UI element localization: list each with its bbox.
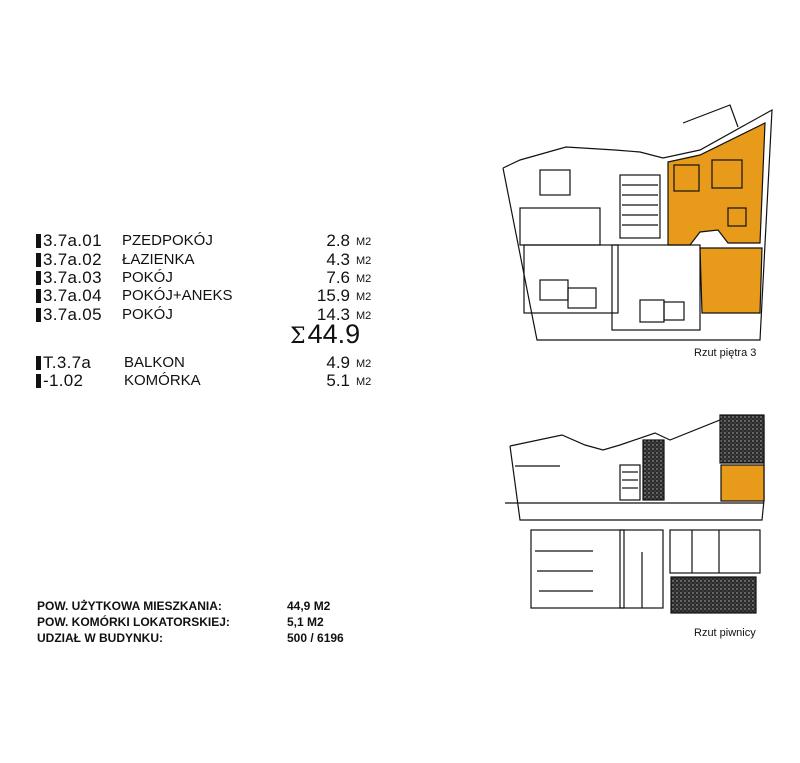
staircase [619, 464, 641, 501]
room-row: 3.7a.05 POKÓJ 14.3 M2 [36, 306, 386, 324]
room-row: 3.7a.03 POKÓJ 7.6 M2 [36, 269, 386, 287]
apartment-highlight-lower [699, 247, 763, 314]
room-unit: M2 [356, 236, 372, 248]
room-name: PZEDPOKÓJ [122, 232, 213, 249]
furniture [539, 279, 569, 301]
extra-row: T.3.7a BALKON 4.9 M2 [36, 354, 386, 372]
marker-bar [36, 374, 41, 388]
storage-room [530, 529, 625, 609]
total-value: 44.9 [307, 319, 361, 349]
room-area: 14.3 [316, 305, 350, 324]
total-area: Σ44.9 [290, 320, 360, 351]
textured-block [670, 576, 757, 614]
extra-code: -1.02 [43, 371, 84, 390]
basement-plan-caption: Rzut piwnicy [694, 627, 756, 639]
extra-unit: M2 [356, 358, 372, 370]
storage-room [669, 529, 761, 574]
basement-plan [505, 414, 765, 614]
room-unit: M2 [356, 273, 372, 285]
summary-value: 500 / 6196 [287, 631, 344, 645]
extra-area: 5.1 [326, 371, 350, 390]
marker-bar [36, 234, 41, 248]
furniture [639, 299, 665, 323]
basement-outline [509, 419, 765, 521]
furniture [727, 207, 747, 227]
summary-value: 44,9 M2 [287, 599, 331, 613]
staircase [619, 174, 661, 239]
marker-bar [36, 356, 41, 370]
balcony-outline [682, 104, 739, 128]
room-code: 3.7a.05 [43, 305, 102, 324]
extra-code: T.3.7a [43, 353, 92, 372]
room-outline [611, 244, 701, 331]
room-outline [519, 207, 601, 246]
extra-name: BALKON [124, 354, 185, 371]
furniture [663, 301, 685, 321]
textured-block [719, 414, 765, 464]
room-row: 3.7a.04 POKÓJ+ANEKS 15.9 M2 [36, 287, 386, 305]
extra-area: 4.9 [326, 353, 350, 372]
room-row: 3.7a.01 PZEDPOKÓJ 2.8 M2 [36, 232, 386, 250]
room-code: 3.7a.04 [43, 286, 102, 305]
marker-bar [36, 308, 41, 322]
room-unit: M2 [356, 310, 372, 322]
floor-plan-caption: Rzut piętra 3 [694, 347, 757, 359]
marker-bar [36, 253, 41, 267]
building-outline [502, 108, 773, 341]
room-name: ŁAZIENKA [122, 251, 195, 268]
room-name: POKÓJ [122, 269, 173, 286]
room-area: 4.3 [326, 250, 350, 269]
furniture [711, 159, 743, 189]
summary-label: UDZIAŁ W BUDYNKU: [37, 631, 163, 645]
extra-row: -1.02 KOMÓRKA 5.1 M2 [36, 372, 386, 390]
summary-label: POW. UŻYTKOWA MIESZKANIA: [37, 599, 222, 613]
room-unit: M2 [356, 291, 372, 303]
sigma-icon: Σ [290, 324, 306, 349]
extra-name: KOMÓRKA [124, 372, 201, 389]
room-code: 3.7a.02 [43, 250, 102, 269]
room-name: POKÓJ+ANEKS [122, 287, 233, 304]
room-outline [523, 244, 619, 314]
room-area: 2.8 [326, 231, 350, 250]
storage-highlight [720, 464, 765, 502]
extra-unit: M2 [356, 376, 372, 388]
room-unit: M2 [356, 255, 372, 267]
room-name: POKÓJ [122, 306, 173, 323]
summary-value: 5,1 M2 [287, 615, 324, 629]
marker-bar [36, 289, 41, 303]
room-area: 15.9 [316, 286, 350, 305]
furniture [673, 164, 700, 192]
furniture [567, 287, 597, 309]
marker-bar [36, 271, 41, 285]
room-row: 3.7a.02 ŁAZIENKA 4.3 M2 [36, 251, 386, 269]
textured-block [642, 439, 665, 501]
room-code: 3.7a.03 [43, 268, 102, 287]
floor-3-plan [502, 104, 773, 341]
room-code: 3.7a.01 [43, 231, 102, 250]
summary-label: POW. KOMÓRKI LOKATORSKIEJ: [37, 615, 230, 629]
room-area: 7.6 [326, 268, 350, 287]
furniture [539, 169, 571, 196]
